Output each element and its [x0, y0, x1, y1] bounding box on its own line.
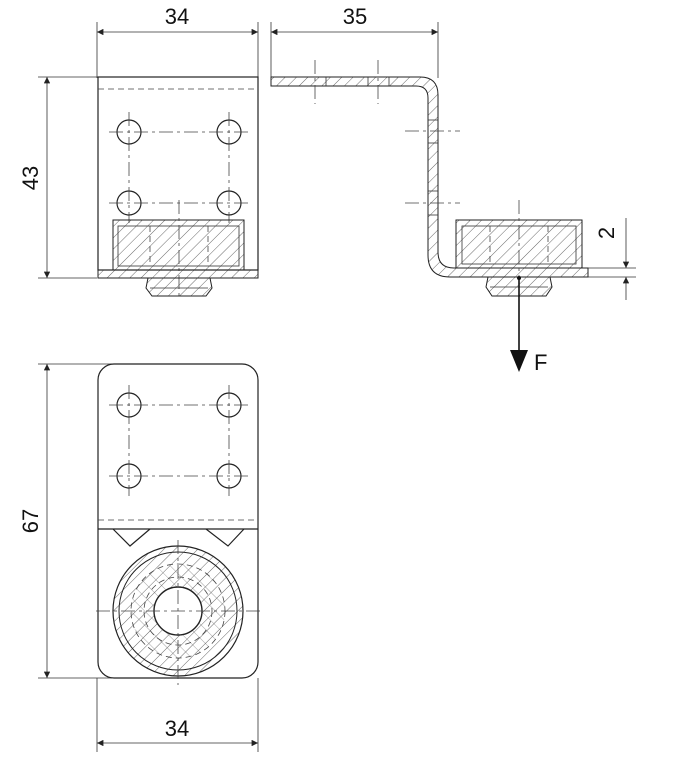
front-view: 34 43: [18, 4, 259, 300]
thickness-label: 2: [594, 227, 619, 239]
force-label: F: [534, 350, 547, 375]
front-threaded-stud: [145, 277, 213, 297]
bottom-view: 67 34: [18, 363, 260, 752]
force-arrowhead: [510, 350, 528, 372]
front-rubber-block: [112, 219, 245, 271]
bottom-height-label: 67: [18, 509, 43, 533]
v-notch: [205, 528, 245, 547]
side-offset-label: 35: [343, 4, 367, 29]
v-notch: [112, 528, 151, 547]
front-height-label: 43: [18, 166, 43, 190]
bottom-width-label: 34: [165, 716, 189, 741]
front-width-label: 34: [165, 4, 189, 29]
side-view: 35 2 F: [270, 4, 636, 375]
front-base-plate: [97, 269, 259, 279]
